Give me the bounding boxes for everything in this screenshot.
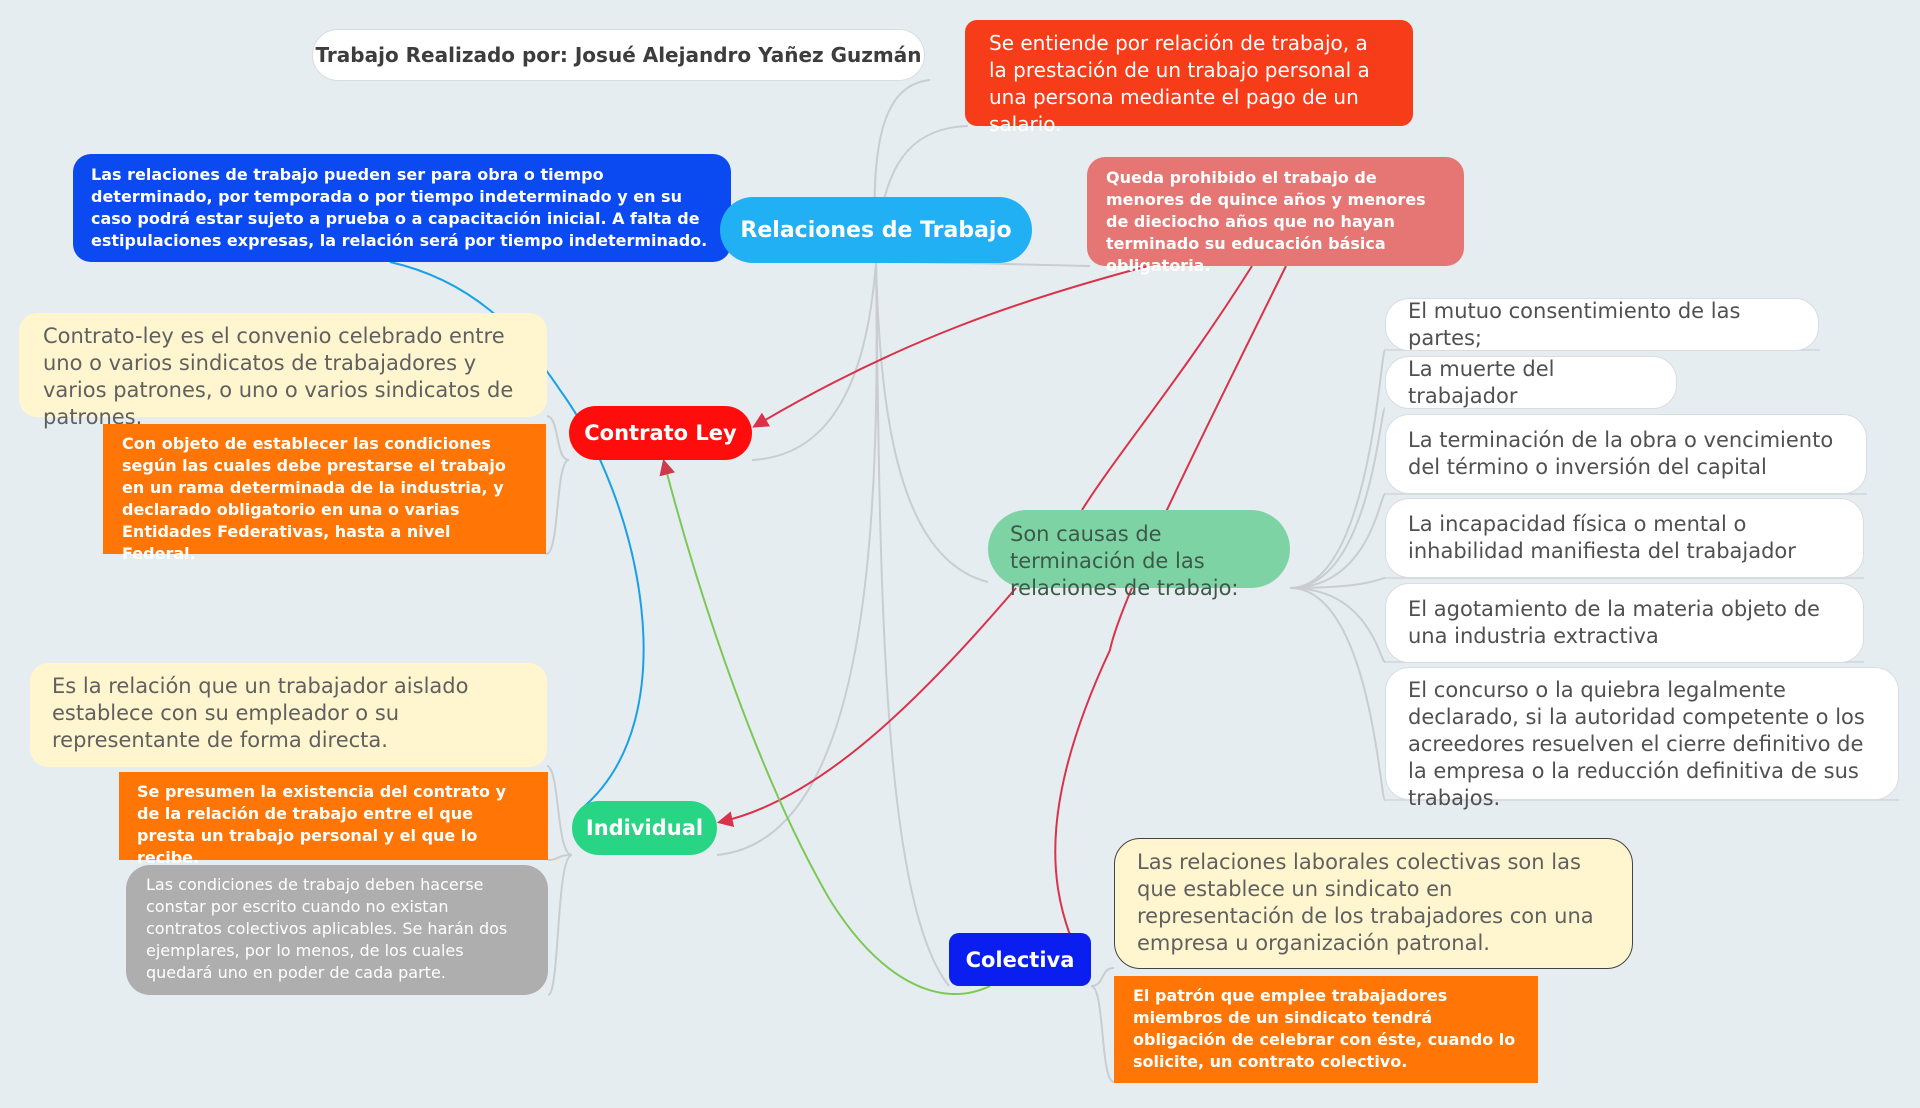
termination-cause-item[interactable]: El agotamiento de la materia objeto de u…	[1385, 583, 1864, 663]
colectiva-definition[interactable]: Las relaciones laborales colectivas son …	[1114, 838, 1633, 969]
relation-definition-note[interactable]: Se entiende por relación de trabajo, a l…	[965, 20, 1413, 136]
central-topic-relaciones-de-trabajo[interactable]: Relaciones de Trabajo	[720, 197, 1032, 263]
topic-colectiva[interactable]: Colectiva	[949, 933, 1091, 986]
topic-termination-causes[interactable]: Son causas de terminación de las relacio…	[988, 510, 1290, 600]
individual-presumption[interactable]: Se presumen la existencia del contrato y…	[119, 772, 548, 867]
termination-cause-item[interactable]: La muerte del trabajador	[1385, 356, 1677, 409]
termination-cause-item[interactable]: La incapacidad física o mental o inhabil…	[1385, 498, 1864, 578]
termination-cause-item[interactable]: La terminación de la obra o vencimiento …	[1385, 414, 1867, 494]
contrato-ley-definition[interactable]: Contrato-ley es el convenio celebrado en…	[19, 313, 547, 429]
topic-contrato-ley[interactable]: Contrato Ley	[569, 406, 752, 460]
contrato-ley-objective[interactable]: Con objeto de establecer las condiciones…	[103, 424, 546, 563]
author-label[interactable]: Trabajo Realizado por: Josué Alejandro Y…	[312, 29, 925, 81]
termination-cause-item[interactable]: El concurso o la quiebra legalmente decl…	[1385, 667, 1899, 810]
individual-definition[interactable]: Es la relación que un trabajador aislado…	[30, 663, 547, 767]
individual-conditions[interactable]: Las condiciones de trabajo deben hacerse…	[126, 865, 548, 995]
topic-individual[interactable]: Individual	[572, 801, 717, 855]
minors-prohibition-note[interactable]: Queda prohibido el trabajo de menores de…	[1087, 157, 1464, 275]
termination-cause-item[interactable]: El mutuo consentimiento de las partes;	[1385, 298, 1819, 351]
relation-types-note[interactable]: Las relaciones de trabajo pueden ser par…	[73, 154, 731, 262]
colectiva-obligation[interactable]: El patrón que emplee trabajadores miembr…	[1114, 976, 1538, 1083]
